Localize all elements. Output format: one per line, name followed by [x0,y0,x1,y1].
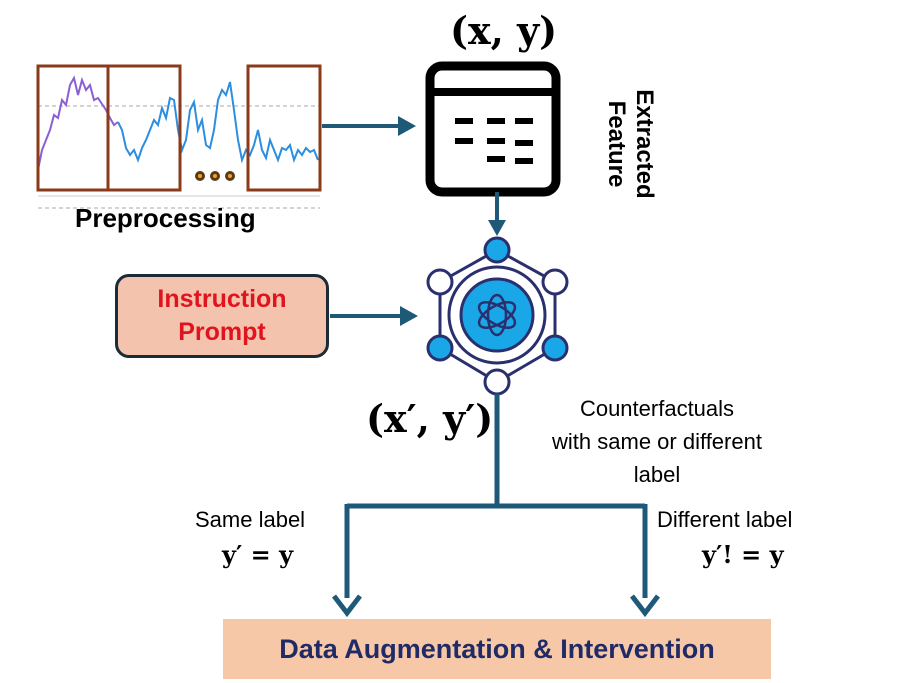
feature-math-label: (x, y) [450,8,558,53]
counterfactual-line-2: with same or different [552,429,762,454]
prompt-line-2: Prompt [178,318,266,346]
prompt-line-1: Instruction [157,285,287,313]
same-label: Same label [195,507,306,532]
time-series-plot [36,64,322,209]
extracted-feature-label-wrap: Extracted Feature [595,60,665,200]
window-3 [246,64,322,192]
llm-network-icon [426,236,569,396]
openai-logo-icon [459,277,535,353]
window-1 [36,64,110,192]
different-label: Different label [657,507,793,532]
preprocessing-label: Preprocessing [75,203,256,233]
extracted-feature-label: Extracted Feature [603,89,658,199]
data-augmentation-label: Data Augmentation & Intervention [279,633,715,664]
data-augmentation-box: Data Augmentation & Intervention [223,619,771,679]
arrow-prompt-to-llm [330,306,418,326]
branch-connectors [332,394,660,618]
arrow-to-feature [322,116,416,136]
table-icon [425,61,561,197]
different-label-equation: y′! = y [702,540,784,569]
arrow-to-llm [488,192,506,236]
ellipsis-icon [195,171,235,181]
signal-blue [117,81,319,164]
llm-output-label: (x′, y′) [366,396,494,441]
window-2 [106,64,182,192]
instruction-prompt-box: Instruction Prompt [115,274,329,358]
signal-purple [37,75,119,171]
same-label-equation: y′ = y [222,540,294,569]
counterfactual-line-1: Counterfactuals [579,396,735,421]
counterfactual-line-3: label [633,462,681,487]
counterfactual-note: Counterfactuals with same or different l… [512,392,802,491]
